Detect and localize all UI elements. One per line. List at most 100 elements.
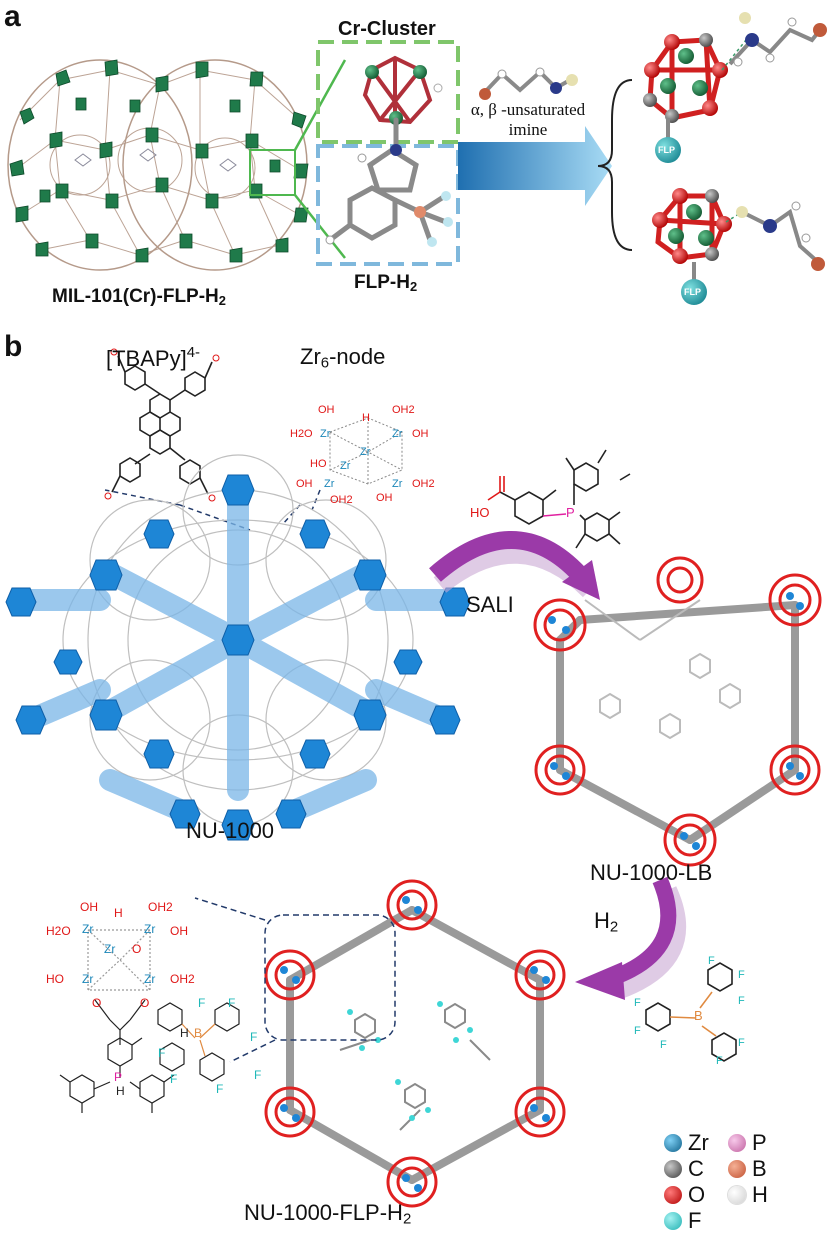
flp-sphere-label-top: FLP xyxy=(658,145,675,155)
flp-node-o-2: O xyxy=(92,996,102,1010)
panel-b-letter: b xyxy=(4,330,23,363)
node-oh2-3: OH2 xyxy=(330,494,353,506)
legend-ball-zr xyxy=(664,1134,682,1152)
legend-item-c: C xyxy=(664,1156,704,1182)
mil101-label-main: MIL-101(Cr)-FLP-H xyxy=(52,286,219,307)
tbapy-label: [TBAPy]4- xyxy=(106,344,200,372)
borane-structure xyxy=(645,962,737,1062)
legend-item-zr: Zr xyxy=(664,1130,709,1156)
legend-ball-p xyxy=(728,1134,746,1152)
ligand-acid-label: HO xyxy=(470,505,490,520)
flp-node-zr-5: Zr xyxy=(144,972,156,986)
zr6-node-label-post: -node xyxy=(329,344,386,369)
legend-ball-c xyxy=(664,1160,682,1178)
borane-f-2: F xyxy=(634,1025,641,1037)
flp-product-h-1: H xyxy=(116,1084,125,1098)
sali-ligand-structure xyxy=(487,449,631,549)
legend-ball-b xyxy=(728,1160,746,1178)
flp-product-f-1: F xyxy=(198,996,206,1010)
flp-product-f-4: F xyxy=(158,1046,166,1060)
borane-f-4: F xyxy=(708,955,715,967)
flp-node-oh2-1: OH2 xyxy=(148,900,173,914)
node-oh2-1: OH2 xyxy=(392,404,415,416)
borane-f-8: F xyxy=(716,1055,723,1067)
node-oh-2: OH xyxy=(412,428,429,440)
legend-item-p: P xyxy=(728,1130,767,1156)
borane-f-3: F xyxy=(660,1039,667,1051)
legend-label-h: H xyxy=(752,1182,768,1207)
node-zr-5: Zr xyxy=(324,478,335,490)
nu1000-flp-h2-label: NU-1000-FLP-H2 xyxy=(244,1200,411,1228)
nu1000-structure xyxy=(5,454,471,841)
node-zr-3: Zr xyxy=(360,446,371,458)
flp-product-f-3: F xyxy=(250,1030,258,1044)
legend-ball-o xyxy=(664,1186,682,1204)
arrow-condition-line2: imine xyxy=(508,120,548,139)
panel-a-letter: a xyxy=(4,0,21,33)
flp-h2-detail-structure xyxy=(59,929,240,1113)
mil101-label-sub: 2 xyxy=(218,293,226,309)
flp-h2-label-sub: 2 xyxy=(409,279,418,295)
zr6-node-label: Zr6-node xyxy=(300,344,385,372)
flp-node-oh-2: OH xyxy=(170,924,188,938)
h2-arrow[interactable] xyxy=(609,876,677,986)
legend-item-h: H xyxy=(728,1182,768,1208)
legend-item-o: O xyxy=(664,1182,705,1208)
nu1000-flp-h2-label-main: NU-1000-FLP-H xyxy=(244,1200,403,1225)
h2-label-main: H xyxy=(594,908,610,933)
flp-product-h-2: H xyxy=(180,1026,189,1040)
sali-arrow[interactable] xyxy=(429,531,587,582)
node-oh-1: OH xyxy=(318,404,335,416)
legend-label-p: P xyxy=(752,1130,767,1155)
borane-f-labels: F F F F F F F F xyxy=(628,955,748,1067)
flp-detail-atoms: OH H OH2 H2O Zr Zr OH Zr O HO Zr Zr OH2 … xyxy=(40,900,270,1120)
borane-f-7: F xyxy=(738,1037,745,1049)
reaction-arrow-blue xyxy=(458,126,612,206)
product-cluster-bottom xyxy=(652,188,825,305)
tbapy-label-main: [TBAPy] xyxy=(106,345,187,371)
flp-node-o-1: O xyxy=(132,942,142,956)
flp-node-zr-3: Zr xyxy=(104,942,116,956)
flp-product-f-7: F xyxy=(254,1068,262,1082)
ligand-phosphorus-label: P xyxy=(566,505,575,520)
legend-item-f: F xyxy=(664,1208,701,1234)
node-h-1: H xyxy=(362,412,370,424)
borane-f-5: F xyxy=(738,969,745,981)
legend-ball-f xyxy=(664,1212,682,1230)
product-cluster-top xyxy=(643,12,827,163)
product-brace xyxy=(597,79,633,251)
nu1000-lb-structure xyxy=(533,556,822,867)
legend-label-o: O xyxy=(688,1182,706,1207)
flp-product-f-2: F xyxy=(228,996,236,1010)
node-zr-4: Zr xyxy=(340,460,351,472)
node-oh2-2: OH2 xyxy=(412,478,435,490)
zr6-node-label-sub: 6 xyxy=(320,354,330,372)
zr6-node-structure xyxy=(329,417,403,485)
flp-node-zr-1: Zr xyxy=(82,922,94,936)
borane-b-label: B xyxy=(694,1008,703,1023)
arrow-condition-label: α, β -unsaturated imine xyxy=(448,100,608,140)
cr-cluster-label: Cr-Cluster xyxy=(338,18,436,40)
tbapy-linker-structure xyxy=(111,355,213,495)
atom-legend: Zr P C B O H F xyxy=(664,1130,824,1240)
sali-label: SALI xyxy=(466,592,514,617)
mil101-label: MIL-101(Cr)-FLP-H2 xyxy=(52,286,226,308)
flp-product-f-6: F xyxy=(216,1082,224,1096)
flp-node-o-3: O xyxy=(140,996,150,1010)
zoom-box xyxy=(264,914,396,1041)
flp-box xyxy=(316,144,460,266)
legend-ball-h xyxy=(728,1186,746,1204)
flp-node-oh2-2: OH2 xyxy=(170,972,195,986)
node-h2o-1: H2O xyxy=(290,428,313,440)
flp-molecule xyxy=(327,117,449,243)
legend-item-b: B xyxy=(728,1156,767,1182)
legend-label-b: B xyxy=(752,1156,767,1181)
flp-node-h-1: H xyxy=(114,906,123,920)
nu1000-flp-structure xyxy=(264,879,566,1208)
legend-label-zr: Zr xyxy=(688,1130,709,1155)
borane-f-6: F xyxy=(738,995,745,1007)
flp-product-f-5: F xyxy=(170,1072,178,1086)
flp-product-p: P xyxy=(114,1070,123,1084)
node-zr-2: Zr xyxy=(392,428,403,440)
